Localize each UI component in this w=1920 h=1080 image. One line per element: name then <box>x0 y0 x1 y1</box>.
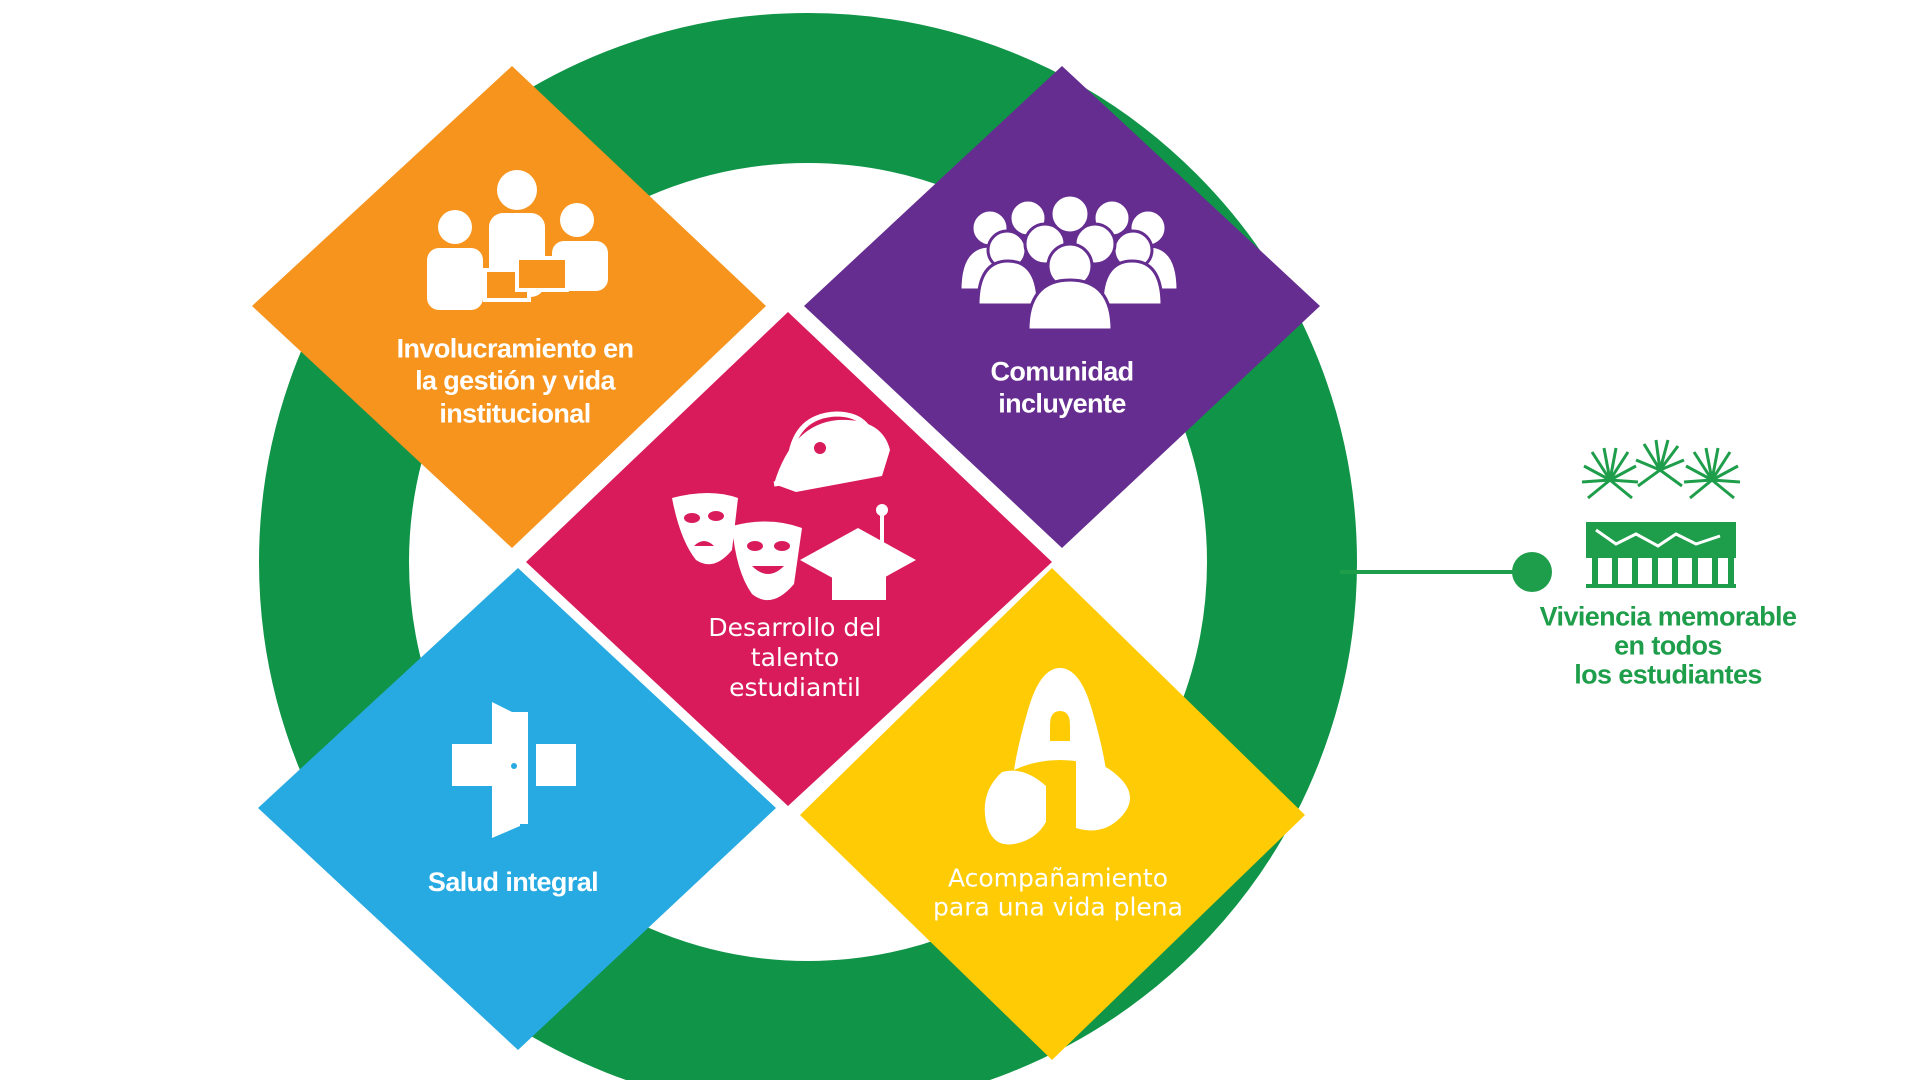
diamond-acompanamiento <box>800 568 1305 1060</box>
label-salud: Salud integral <box>427 866 599 897</box>
outcome-label: Viviencia memorable en todos los estudia… <box>1539 601 1797 690</box>
label-comunidad: Comunidad incluyente <box>990 356 1134 419</box>
label-desarrollo: Desarrollo del talento estudiantil <box>708 613 882 702</box>
graduation-cap-icon <box>800 504 916 600</box>
crowd-icon <box>958 193 1180 332</box>
masks-icon <box>672 493 802 601</box>
theater-sports-graduation-icon <box>773 411 890 492</box>
medical-cross-icon <box>452 702 576 838</box>
diamond-involucramiento <box>252 66 766 548</box>
campus-logo-icon <box>984 668 1130 845</box>
green-ring <box>259 13 1357 1080</box>
group-laptops-icon <box>427 170 608 310</box>
garden-fence-icon <box>1581 439 1741 588</box>
connector-dot <box>1512 552 1552 592</box>
label-acompanamiento: Acompañamiento para una vida plena <box>933 863 1183 921</box>
label-involucramiento: Involucramiento en la gestión y vida ins… <box>396 333 634 429</box>
